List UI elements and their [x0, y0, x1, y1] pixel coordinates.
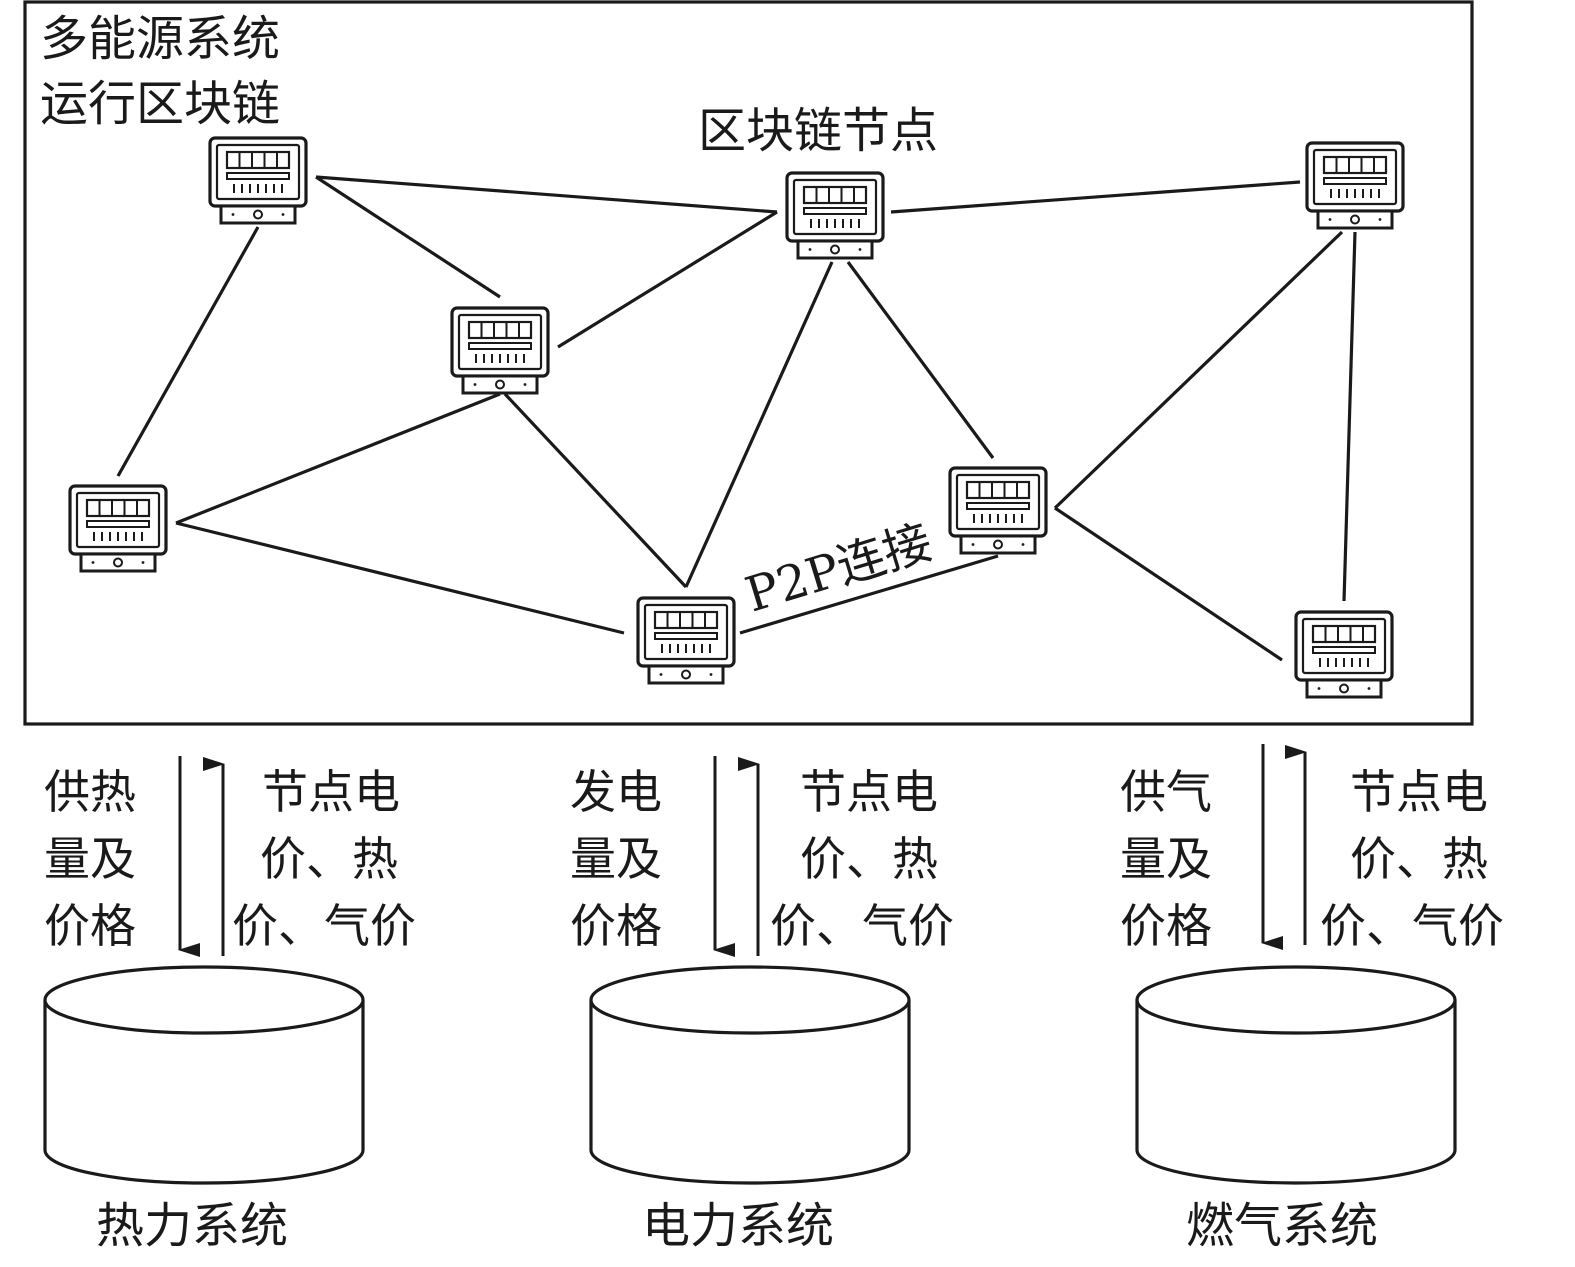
- power-down-text-3: 价格: [570, 899, 662, 953]
- network-title-line1: 多能源系统: [40, 11, 280, 67]
- edge: [175, 392, 501, 525]
- gas-down-text-1: 供气: [1120, 765, 1212, 819]
- power-up-text-2: 价、热: [800, 832, 938, 886]
- heat-up-text-2: 价、热: [260, 832, 398, 886]
- edge: [315, 175, 778, 214]
- meter-icon: [68, 484, 168, 573]
- edge: [684, 261, 834, 588]
- meter-icon: [450, 306, 550, 395]
- heat-system-group: 供热 量及 价格 节点电 价、热 价、气价 热力系统: [43, 756, 416, 1254]
- gas-up-text-3: 价、气价: [1320, 899, 1504, 953]
- power-up-text-3: 价、气价: [770, 899, 954, 953]
- edge: [1342, 231, 1357, 602]
- power-down-text-1: 发电: [570, 765, 662, 819]
- edge: [739, 554, 999, 635]
- edge: [175, 521, 625, 635]
- heat-up-text-1: 节点电: [262, 765, 400, 819]
- power-system-label: 电力系统: [642, 1198, 834, 1254]
- gas-down-text-3: 价格: [1120, 899, 1212, 953]
- p2p-edges: [116, 175, 1357, 662]
- heat-system-label: 热力系统: [96, 1198, 288, 1254]
- gas-system-group: 供气 量及 价格 节点电 价、热 价、气价 燃气系统: [1120, 744, 1504, 1254]
- heat-down-text-1: 供热: [44, 765, 136, 819]
- edge: [1053, 230, 1344, 510]
- cylinder-database-icon: [589, 965, 911, 1185]
- power-up-text-1: 节点电: [800, 765, 938, 819]
- power-down-text-2: 量及: [570, 832, 662, 886]
- edge: [846, 261, 995, 459]
- gas-up-text-1: 节点电: [1350, 765, 1488, 819]
- edge: [557, 210, 778, 349]
- edge: [503, 392, 688, 589]
- node-label: 区块链节点: [698, 103, 938, 159]
- heat-down-text-2: 量及: [44, 832, 136, 886]
- cylinder-database-icon: [43, 965, 365, 1185]
- gas-up-text-2: 价、热: [1350, 832, 1488, 886]
- meter-icon: [785, 171, 885, 260]
- p2p-connection-label: P2P连接: [739, 514, 938, 623]
- gas-system-label: 燃气系统: [1186, 1198, 1378, 1254]
- blockchain-network-box: [23, 0, 1474, 726]
- meter-icon: [948, 466, 1048, 555]
- meter-icon: [636, 596, 736, 685]
- gas-down-text-2: 量及: [1120, 832, 1212, 886]
- heat-up-text-3: 价、气价: [232, 899, 416, 953]
- network-title-line2: 运行区块链: [40, 76, 280, 132]
- cylinder-database-icon: [1135, 965, 1457, 1185]
- edge: [315, 175, 501, 299]
- meter-icon: [1305, 141, 1405, 230]
- edge: [890, 180, 1301, 214]
- edge: [116, 226, 260, 477]
- blockchain-nodes: [68, 136, 1405, 699]
- power-system-group: 发电 量及 价格 节点电 价、热 价、气价 电力系统: [570, 756, 954, 1254]
- meter-icon: [1294, 610, 1394, 699]
- edge: [1054, 506, 1283, 662]
- heat-down-text-3: 价格: [44, 899, 136, 953]
- meter-icon: [208, 136, 308, 225]
